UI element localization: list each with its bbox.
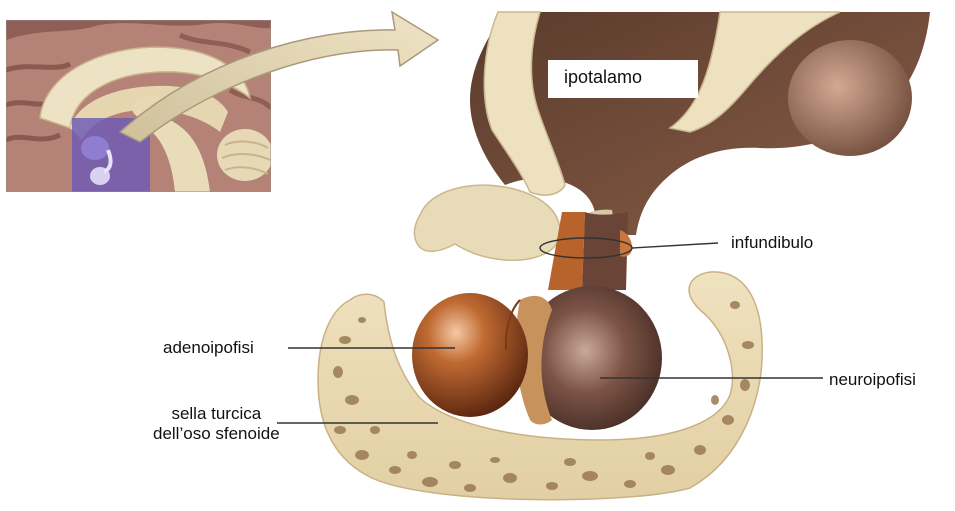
- label-sella-turcica: sella turcica dell’oso sfenoide: [153, 404, 280, 444]
- leader-infundibulum: [632, 243, 718, 248]
- label-sella-line2: dell’oso sfenoide: [153, 424, 280, 444]
- pituitary-gland: [412, 286, 662, 430]
- adenohypophysis-shape: [412, 293, 528, 417]
- hypothalamus-tissue: [414, 12, 930, 290]
- label-adenohypophysis: adenoipofisi: [163, 338, 254, 358]
- label-neurohypophysis: neuroipofisi: [829, 370, 916, 390]
- label-infundibulum: infundibulo: [731, 233, 813, 253]
- label-hypothalamus: ipotalamo: [564, 67, 642, 87]
- label-sella-line1: sella turcica: [153, 404, 280, 424]
- brain-inset: [6, 20, 273, 192]
